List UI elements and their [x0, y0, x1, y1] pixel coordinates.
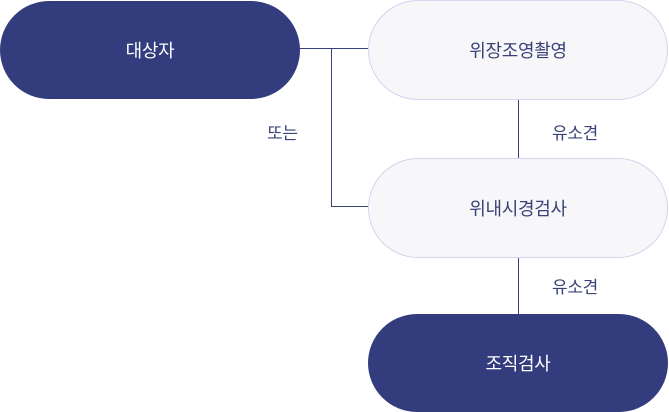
node-subject: 대상자 [0, 1, 300, 99]
node-upper-gi-series: 위장조영촬영 [368, 0, 668, 100]
node-upper-gi-series-label: 위장조영촬영 [469, 41, 567, 62]
connector-subject-horizontal [300, 48, 368, 49]
connector-endoscopy-to-biopsy [518, 258, 519, 314]
node-biopsy: 조직검사 [368, 314, 668, 412]
node-biopsy-label: 조직검사 [485, 354, 551, 375]
node-subject-label: 대상자 [125, 41, 175, 62]
edge-label-finding-2: 유소견 [552, 278, 599, 298]
edge-label-finding-1: 유소견 [552, 124, 599, 144]
connector-branch-vertical [331, 48, 332, 207]
node-endoscopy: 위내시경검사 [368, 158, 668, 258]
connector-to-endoscopy [331, 206, 368, 207]
node-endoscopy-label: 위내시경검사 [469, 199, 567, 220]
edge-label-or: 또는 [267, 124, 298, 144]
connector-upper-gi-to-endoscopy [518, 100, 519, 158]
